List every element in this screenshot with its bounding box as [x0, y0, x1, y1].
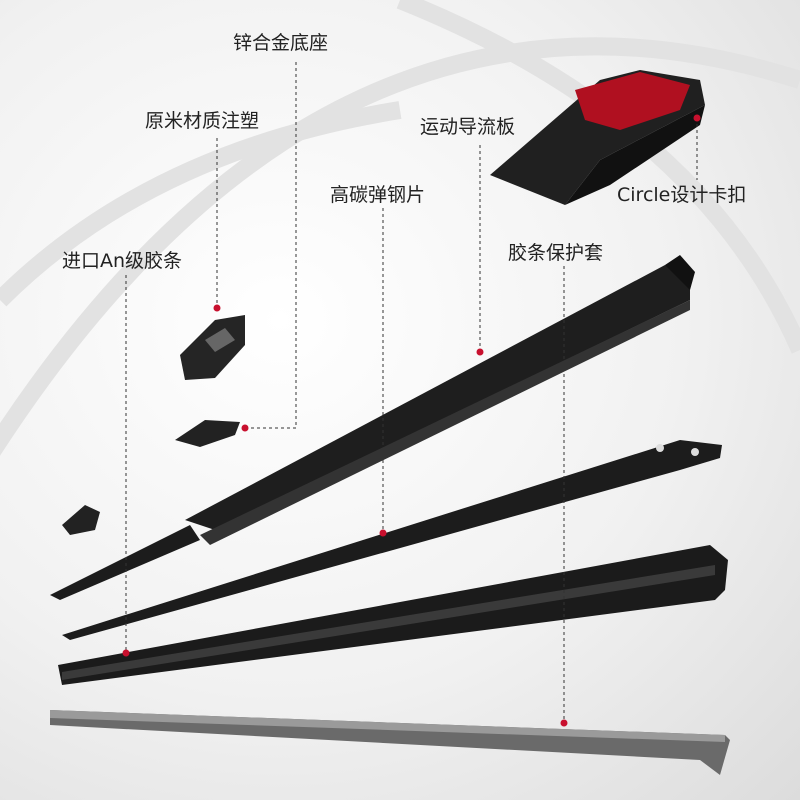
steel-spring-strip	[62, 440, 722, 640]
zinc-base-part	[175, 420, 240, 447]
rubber-strip	[58, 545, 728, 685]
label-spoiler: 运动导流板	[420, 116, 516, 138]
label-steel-spring: 高碳弹钢片	[330, 184, 426, 206]
label-circle-clip: Circle设计卡扣	[617, 184, 747, 206]
strip-cover	[50, 710, 730, 775]
label-zinc-base: 锌合金底座	[233, 32, 329, 54]
label-strip-cover: 胶条保护套	[508, 242, 604, 264]
spoiler-strip	[50, 255, 695, 600]
label-rubber-strip: 进口An级胶条	[62, 250, 183, 272]
leader-lines	[125, 62, 698, 723]
marker-dots	[122, 114, 701, 727]
end-cap-part	[62, 505, 100, 535]
injection-clip-part	[180, 315, 245, 380]
label-injection: 原米材质注塑	[145, 110, 260, 132]
circle-clip-part	[490, 70, 705, 205]
